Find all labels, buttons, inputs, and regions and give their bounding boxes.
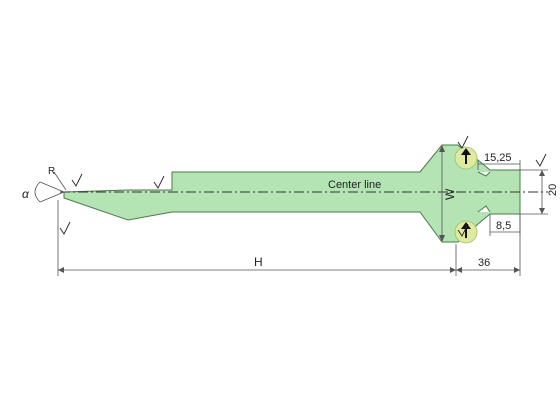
offset-label: 36	[478, 257, 490, 269]
tang-height-label: 20	[547, 184, 559, 196]
lower-tang-notch	[477, 205, 491, 213]
tip-radius-leader	[53, 171, 67, 191]
upper-arrow-up-icon	[461, 148, 471, 164]
height-label: H	[254, 255, 263, 269]
tip-angle-label: α	[22, 187, 30, 201]
tip-angle-leg-lower	[39, 191, 65, 203]
tip-radius-label: R	[48, 166, 55, 177]
tip-angle-leg-upper	[39, 181, 65, 193]
tang-lower-label: 8,5	[496, 220, 511, 232]
tang-upper-label: 15,25	[484, 152, 512, 164]
roughness-check-mark-icon	[59, 135, 547, 237]
center-line-label: Center line	[328, 179, 381, 191]
tip-angle-arc	[34, 181, 41, 203]
width-label: W	[443, 188, 457, 200]
upper-tang-notch	[477, 171, 491, 177]
